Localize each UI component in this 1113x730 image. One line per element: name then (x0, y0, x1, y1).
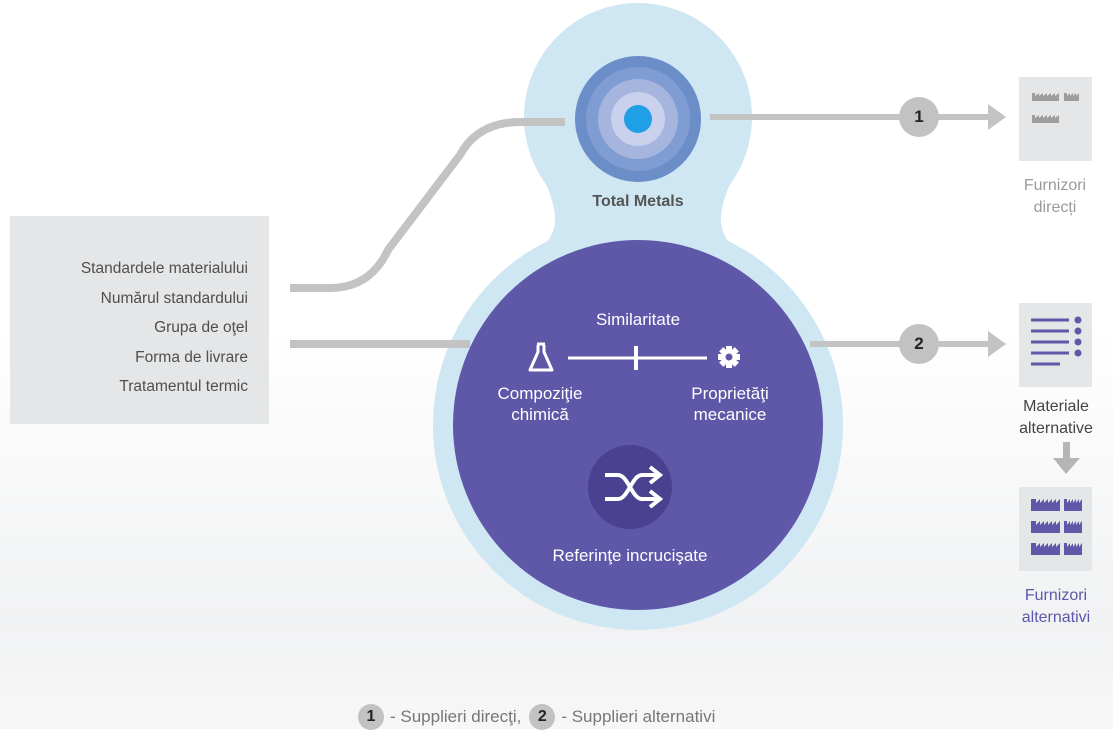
list-icon (1031, 316, 1082, 366)
similarity-label: Similaritate (595, 310, 681, 329)
connector-standards (290, 118, 565, 292)
legend-badge-2: 2 (529, 704, 556, 730)
badge-2-number: 2 (914, 334, 924, 353)
shuffle-icon (605, 465, 664, 509)
legend: 1 - Supplieri direcţi, 2 - Supplieri alt… (358, 704, 715, 730)
alternative-materials-line: alternative (1019, 420, 1093, 437)
legend-text-2: - Supplieri alternativi (561, 707, 716, 726)
input-item: Grupa de oţel (154, 319, 248, 336)
badge-1-number: 1 (914, 107, 924, 126)
factory-icon-gray (1032, 93, 1079, 123)
similarity-slider (568, 346, 707, 370)
cross-reference-label: Referinţe incrucişate (552, 546, 708, 565)
alternative-suppliers-label: Furnizori alternativi (1000, 585, 1112, 629)
arrow-alternative (988, 331, 1006, 357)
input-item: Tratamentul termic (119, 378, 248, 395)
badge-1 (899, 97, 939, 137)
composition-line: chimică (511, 405, 569, 424)
mechanical-label: Proprietăţi mecanice (670, 383, 790, 425)
alternative-materials-label: Materiale alternative (1000, 396, 1112, 440)
direct-suppliers-label: Furnizori direcți (1000, 175, 1110, 219)
alternative-suppliers-line: alternativi (1021, 609, 1091, 626)
gear-icon (718, 346, 740, 368)
alternative-materials-line: Materiale (1023, 398, 1089, 415)
composition-line: Compoziţie (497, 384, 583, 403)
alternative-materials-tile (1019, 303, 1092, 387)
factory-icon-purple (1031, 499, 1082, 555)
input-item: Numărul standardului (100, 289, 248, 307)
hub-icon (575, 56, 701, 182)
legend-badge-1: 1 (358, 704, 384, 730)
input-criteria-list: Standardele materialului Numărul standar… (81, 254, 248, 402)
mechanical-line: mecanice (693, 405, 767, 424)
legend-text-1: - Supplieri direcţi, (390, 707, 522, 726)
direct-suppliers-line: direcți (1033, 199, 1077, 216)
arrow-direct (988, 104, 1006, 130)
mechanical-line: Proprietăţi (691, 384, 769, 403)
input-item: Standardele materialului (80, 260, 248, 277)
alternative-suppliers-line: Furnizori (1024, 587, 1088, 604)
arrow-down-icon (1053, 442, 1080, 474)
flask-icon (528, 342, 554, 372)
input-criteria-box: Standardele materialului Numărul standar… (10, 216, 269, 424)
hub-title: Total Metals (592, 193, 684, 210)
engine-circle (453, 240, 823, 610)
badge-2 (899, 324, 939, 364)
direct-suppliers-line: Furnizori (1023, 177, 1087, 194)
composition-label: Compoziţie chimică (480, 383, 600, 425)
input-item: Forma de livrare (135, 348, 248, 366)
